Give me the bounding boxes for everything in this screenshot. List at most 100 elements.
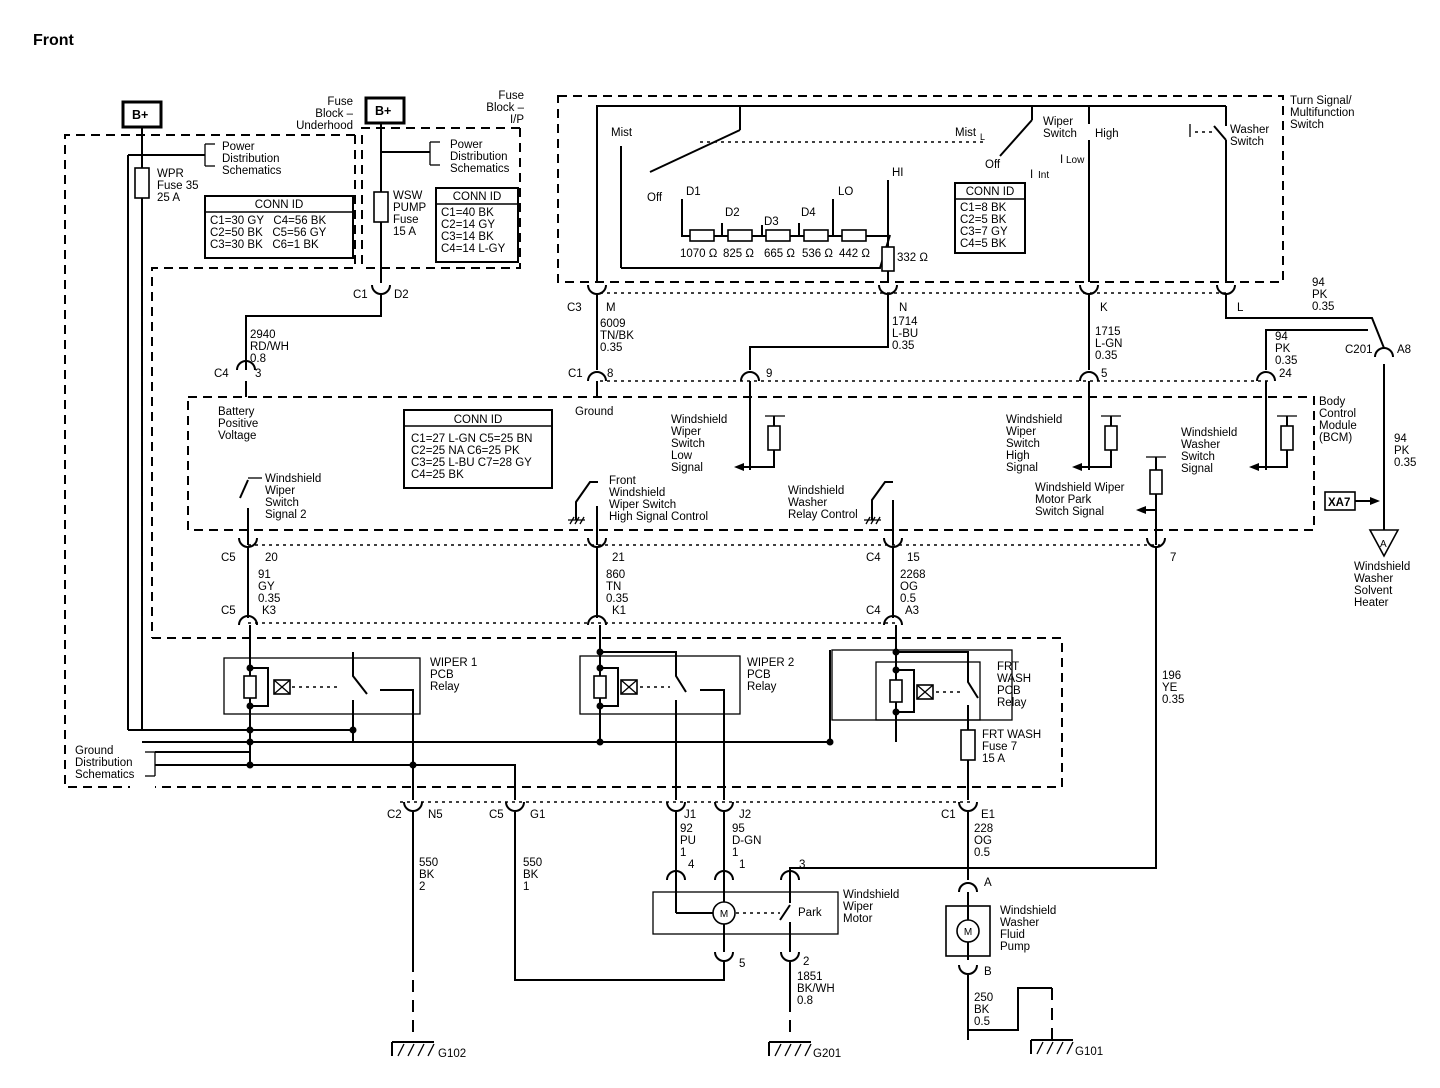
label-m1: M	[720, 909, 728, 920]
label-pin-7: 7	[1170, 552, 1176, 564]
label-c1-8-8: 8	[607, 368, 613, 380]
label-c2-n5-c2: C2	[387, 809, 402, 821]
label-park: Park	[798, 907, 822, 919]
conn-switch-title: CONN ID	[966, 186, 1015, 198]
wsw-fuse-symbol	[373, 191, 389, 223]
bcm-bottom-connectors	[238, 537, 1166, 880]
label-mist-1: Mist	[611, 127, 633, 139]
ground-symbols	[391, 1039, 1074, 1057]
conn-underhood-title: CONN ID	[255, 199, 304, 211]
label-c1-d2-c1: C1	[353, 289, 368, 301]
label-c5-g1-g1: G1	[530, 809, 545, 821]
label-bplus-2: B+	[375, 104, 391, 118]
label-r665: 665 Ω	[764, 248, 795, 260]
label-c3m-m: M	[606, 302, 616, 314]
label-r332: 332 Ω	[897, 252, 928, 264]
label-xa7: XA7	[1328, 497, 1350, 509]
label-c5-k3-k3: K3	[262, 605, 276, 617]
conn-switch-row: C1=8 BK	[960, 202, 1007, 214]
label-low-i-prefix: I	[1060, 154, 1063, 166]
conn-underhood-row: C3=30 BK C6=1 BK	[210, 239, 319, 251]
label-c1-8-c1: C1	[568, 368, 583, 380]
label-hi: HI	[892, 167, 904, 179]
power-feed-wiring	[127, 123, 440, 730]
label-off-2: Off	[985, 159, 1001, 171]
wpr-fuse-symbol	[134, 167, 150, 199]
label-r536: 536 Ω	[802, 248, 833, 260]
label-pump-pin-b: B	[984, 966, 992, 978]
label-pin-k1: K1	[612, 605, 626, 617]
page-title: Front	[33, 32, 75, 49]
label-motor-pin-3: 3	[799, 859, 805, 871]
label-motor-pin-2: 2	[803, 956, 809, 968]
conn-switch-row: C2=5 BK	[960, 214, 1007, 226]
label-low: Low	[1066, 155, 1085, 166]
wiper-motor-symbol	[652, 870, 839, 1040]
label-motor-pin-4: 4	[688, 859, 695, 871]
label-motor-pin-1: 1	[739, 859, 745, 871]
label-bplus-1: B+	[132, 108, 148, 122]
label-heater-a: A	[1380, 539, 1387, 550]
label-c4-3-3: 3	[255, 368, 261, 380]
label-conn-id-bcm-title: CONN ID	[454, 414, 503, 426]
conn-underhood-row: C1=30 GY C4=56 BK	[210, 215, 326, 227]
bplus-boxes	[121, 96, 406, 129]
label-mist-2: Mist	[955, 127, 977, 139]
ground-g102	[391, 1041, 435, 1057]
ground-g101	[1030, 1039, 1074, 1055]
label-ground: Ground	[575, 406, 613, 418]
label-lo: LO	[838, 186, 853, 198]
washer-pump-symbol	[945, 882, 1053, 1040]
label-high: High	[1095, 128, 1119, 140]
conn-ip-row: C3=14 BK	[441, 231, 494, 243]
label-d4: D4	[801, 207, 816, 219]
conn-switch-row: C3=7 GY	[960, 226, 1008, 238]
bcm-conn-id-box	[403, 409, 553, 489]
label-pump-pin-a: A	[984, 877, 992, 889]
label-c5-20-c5: C5	[221, 552, 236, 564]
conn-ip-row: C4=14 L-GY	[441, 243, 506, 255]
conn-underhood-row: C2=50 BK C5=56 GY	[210, 227, 327, 239]
label-pin-21: 21	[612, 552, 625, 564]
label-pin-l: L	[1237, 302, 1244, 314]
relay-block-connectors	[403, 801, 978, 1040]
bcm-top-connectors	[587, 347, 1394, 530]
label-g102: G102	[438, 1048, 466, 1060]
label-c4-15-15: 15	[907, 552, 920, 564]
multifunction-switch-internals	[596, 105, 1227, 282]
label-r442: 442 Ω	[839, 248, 870, 260]
label-pin-j1: J1	[684, 809, 696, 821]
label-pin-9: 9	[766, 368, 772, 380]
label-int: Int	[1038, 170, 1049, 181]
label-c4-3-c4: C4	[214, 368, 229, 380]
switch-connectors	[587, 284, 1385, 370]
